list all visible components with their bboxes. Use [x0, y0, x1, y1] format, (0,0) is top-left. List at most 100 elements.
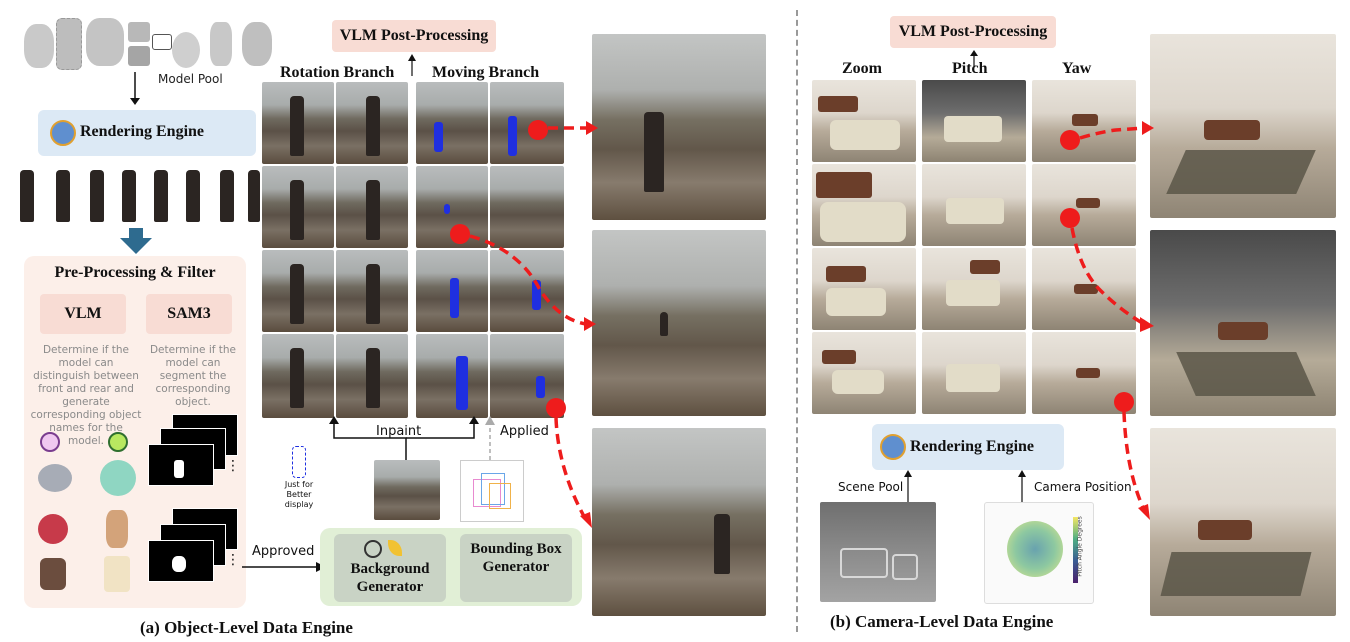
model-thumb [86, 18, 124, 66]
inpaint-connector [329, 416, 479, 464]
object-thumb [38, 514, 68, 544]
display-figure-icon [292, 446, 306, 478]
preprocess-title: Pre-Processing & Filter [54, 264, 216, 281]
camera-position-plot: Pitch Angle Degrees [984, 502, 1094, 604]
pose-figure [20, 170, 34, 222]
scene-pool-label: Scene Pool [838, 480, 904, 494]
approved-label: Approved [252, 544, 315, 559]
reject-icon [40, 432, 60, 452]
sofa-outline [840, 548, 888, 578]
sofa [1074, 284, 1098, 294]
model-pool-thumbnails [20, 14, 280, 70]
character-figure [290, 180, 304, 240]
mask-shape [174, 460, 184, 478]
applied-connector [485, 416, 495, 460]
character-figure [290, 96, 304, 156]
rotation-branch-grid [262, 82, 408, 418]
blue-mask-figure [434, 122, 443, 152]
pose-figure [90, 170, 104, 222]
output-frame [592, 230, 766, 416]
model-thumb [172, 32, 200, 68]
model-thumb [128, 22, 150, 42]
rug [1176, 352, 1316, 396]
table [946, 198, 1004, 224]
caption-camera-level: (b) Camera-Level Data Engine [830, 612, 1054, 631]
character-poses-row [14, 166, 260, 224]
table [832, 370, 884, 394]
moving-frame [416, 82, 488, 164]
camera-position-label: Camera Position [1034, 480, 1132, 494]
sofa [1204, 120, 1260, 140]
sofa [970, 260, 1000, 274]
vlm-post-box-left: VLM Post-Processing [332, 20, 496, 52]
banana-icon [388, 540, 402, 556]
rotation-branch-label: Rotation Branch [280, 64, 395, 81]
bbox-rect [473, 479, 501, 507]
red-trajectory-left [450, 120, 598, 528]
sam3-label: SAM3 [167, 305, 211, 322]
arrow-up [1018, 470, 1026, 502]
model-thumb [128, 46, 150, 66]
rendering-engine-label-right: Rendering Engine [910, 438, 1035, 455]
pitch-column [922, 80, 1026, 414]
ellipsis-icon: ⋮ [226, 552, 240, 568]
mask-shape [172, 556, 186, 572]
chair-outline [892, 554, 918, 580]
character-figure [714, 514, 730, 574]
object-thumb [38, 464, 72, 492]
pose-figure [56, 170, 70, 222]
arrow-down [130, 72, 140, 105]
rug [1166, 150, 1316, 194]
object-thumb [106, 510, 128, 548]
moving-frame [490, 250, 564, 332]
blue-mask-figure [536, 376, 545, 398]
character-figure [644, 112, 664, 192]
gear-cube-icon [50, 120, 76, 146]
vlm-box: VLM [40, 294, 126, 334]
bbox-generator-label: Bounding Box Generator [470, 541, 562, 575]
approve-icon [108, 432, 128, 452]
moving-frame [490, 166, 564, 248]
pose-figure [186, 170, 200, 222]
background-thumbnail [374, 460, 440, 520]
vlm-description: Determine if the model can distinguish b… [30, 344, 142, 447]
segmentation-masks: ⋮ ⋮ [146, 412, 240, 602]
pose-figure [154, 170, 168, 222]
approved-arrow [242, 562, 326, 572]
character-figure [290, 264, 304, 324]
sphere-points [1007, 521, 1063, 577]
vlm-post-label-right: VLM Post-Processing [898, 23, 1048, 40]
output-frame [592, 428, 766, 616]
object-thumbnails [30, 430, 140, 602]
model-thumb [152, 34, 172, 50]
bbox-rect [481, 473, 505, 505]
table [944, 116, 1002, 142]
model-thumb [242, 22, 272, 66]
down-arrow-icon [120, 228, 152, 254]
sofa [822, 350, 856, 364]
arrow-up [408, 54, 416, 76]
vlm-post-label-left: VLM Post-Processing [339, 27, 489, 44]
blue-mask-figure [450, 278, 459, 318]
inpaint-label: Inpaint [376, 424, 422, 439]
blue-mask-figure [456, 356, 468, 410]
yaw-label: Yaw [1062, 60, 1092, 77]
scene-pool-render [820, 502, 936, 602]
section-divider [796, 10, 798, 632]
model-thumb [56, 18, 82, 70]
sofa [1076, 198, 1100, 208]
moving-branch-label: Moving Branch [432, 64, 540, 81]
arrow-up [970, 50, 978, 66]
display-note: Just for Better display [284, 480, 314, 509]
table [946, 364, 1000, 392]
character-figure [366, 96, 380, 156]
blue-mask-figure [508, 116, 517, 156]
red-trajectory-right [1060, 121, 1154, 520]
model-thumb [24, 24, 54, 68]
sofa [826, 266, 866, 282]
model-thumb [210, 22, 232, 66]
ellipsis-icon: ⋮ [226, 458, 240, 474]
character-figure [366, 180, 380, 240]
bbox-generator-box [460, 534, 572, 602]
sofa [816, 172, 872, 198]
